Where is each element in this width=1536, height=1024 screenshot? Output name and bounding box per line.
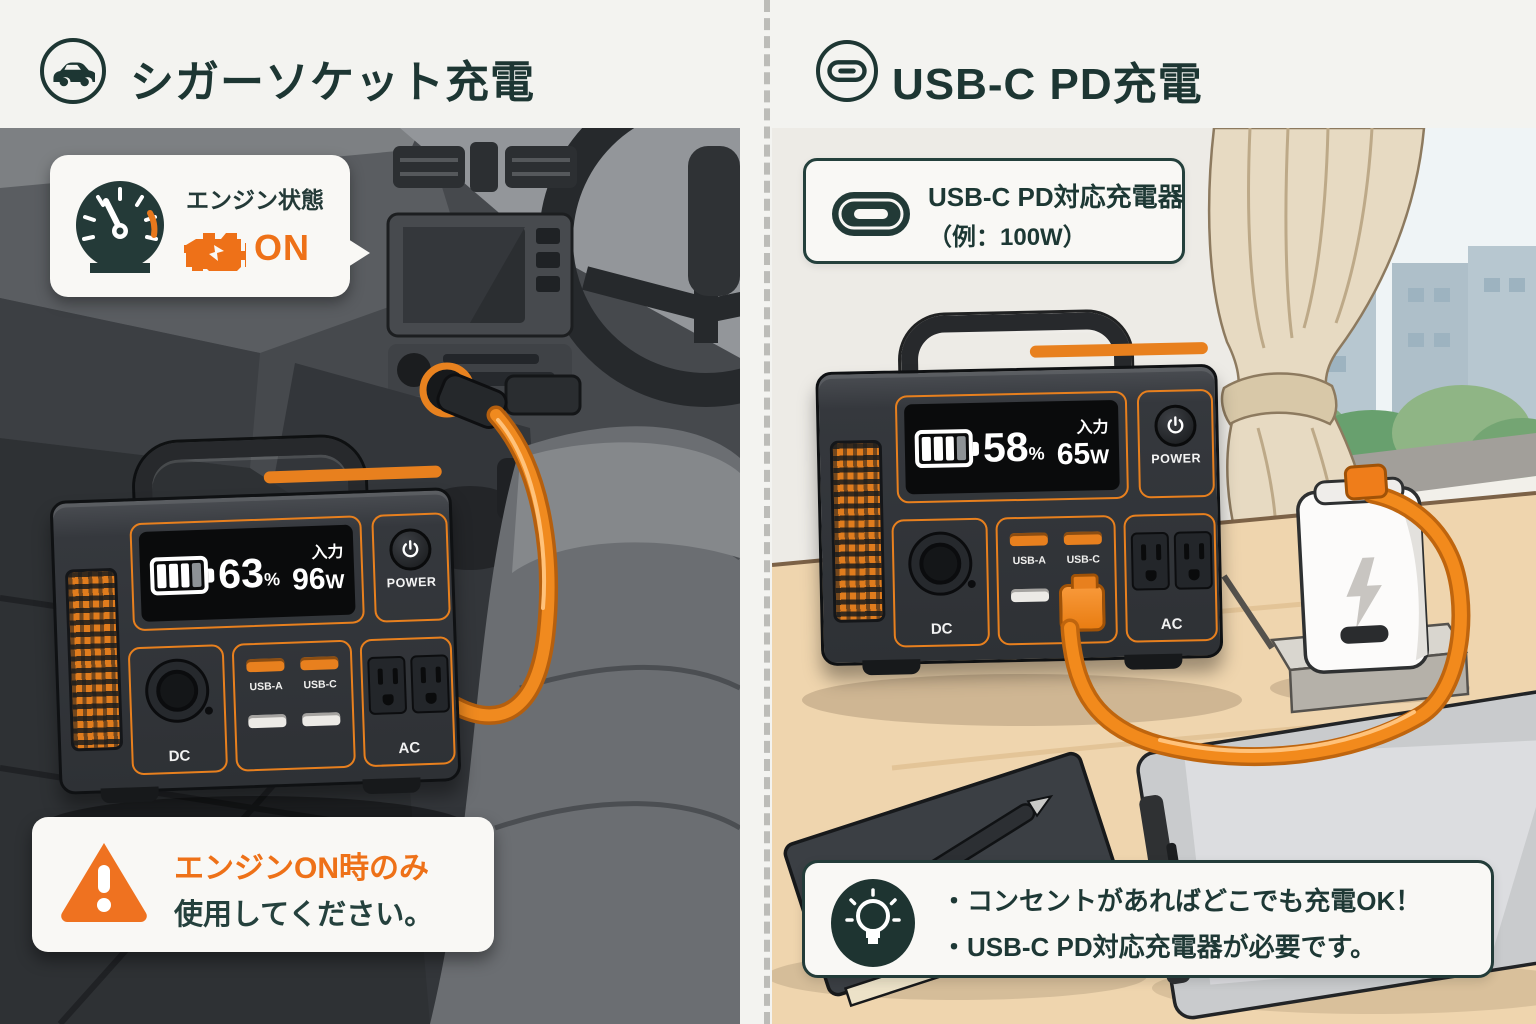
charger-callout-line-1: USB-C PD対応充電器 [928,182,1184,212]
engine-status-callout: エンジン状態 ON [50,155,370,297]
usb-a-label: USB-A [249,680,283,694]
usb-c-port [300,656,339,671]
engine-icon [184,233,246,271]
dc-socket [910,534,970,594]
ac-outlet [1173,530,1213,590]
handle-grip [263,465,442,484]
tip-item-1: ・コンセントがあればどこでも充電OK！ [941,886,1422,916]
usb-port [1010,588,1050,603]
usb-section: USB-A USB-C [231,639,357,772]
warning-triangle-icon [61,843,147,922]
usb-c-icon [827,60,867,82]
battery-percent: 58 [982,423,1029,471]
engine-status-value: ON [254,227,310,268]
side-vent-panel [64,567,124,752]
power-label: POWER [1151,451,1202,467]
dc-socket [147,660,208,721]
dc-section: DC [127,644,229,776]
ac-label: AC [1160,615,1183,634]
tip-item-2: ・USB-C PD対応充電器が必要です。 [941,932,1377,962]
usb-port [248,713,287,729]
station-body: 63 % 入力 96W POWER [49,487,462,804]
battery-display: 63 % 入力 96W [129,515,365,632]
ac-section: AC [1123,512,1218,643]
power-button [388,527,433,572]
usb-port [302,712,341,727]
ac-section: AC [359,636,456,768]
input-label: 入力 [311,543,344,562]
warning-line-1: エンジンON時のみ [174,852,429,885]
dc-label: DC [168,747,191,766]
usb-c-cable-plug [1058,583,1106,633]
usb-section: USB-A USB-C [995,514,1119,646]
station-body: 58 % 入力 65W POWER [815,363,1224,676]
power-station-right: 58 % 入力 65W POWER [814,310,1224,690]
input-watts: 65 [1056,437,1091,472]
power-icon [1167,416,1184,434]
usb-c-icon [832,192,910,236]
charging-tips-note: ・コンセントがあればどこでも充電OK！ ・USB-C PD対応充電器が必要です。 [802,860,1494,978]
gauge-icon [75,181,164,273]
ac-outlet [367,655,408,716]
usb-c-label: USB-C [303,678,337,692]
percent-unit: % [263,568,281,590]
battery-icon [149,555,209,596]
usb-c-charger [1296,476,1430,674]
left-section-title: シガーソケット充電 [130,58,535,107]
usb-a-port [1009,532,1048,547]
power-section: POWER [371,512,451,623]
power-label: POWER [386,574,437,591]
power-station-left: 63 % 入力 96W POWER [48,433,463,819]
handle-grip [1029,342,1208,358]
charger-callout-line-2: （例：100W） [928,224,1087,251]
side-vent-panel [829,439,886,623]
ac-outlet [410,654,451,714]
usb-c-charger-callout: USB-C PD対応充電器 （例：100W） [803,158,1185,264]
power-section: POWER [1136,388,1215,499]
callout-tail [348,239,370,267]
battery-display: 58 % 入力 65W [894,390,1129,504]
percent-unit: % [1028,442,1045,464]
right-section-title: USB-C PD充電 [892,60,1203,109]
ac-label: AC [398,739,421,758]
input-watts: 96 [291,562,327,597]
lightbulb-icon [831,879,915,967]
usb-c-icon-badge [816,40,878,102]
engine-status-label: エンジン状態 [186,187,324,213]
usb-c-port [1063,531,1102,546]
dc-section: DC [891,517,991,648]
car-icon-badge [40,38,106,104]
battery-icon [914,428,974,469]
usb-a-port [246,658,285,673]
engine-warning-note: エンジンON時のみ 使用してください。 [32,817,494,952]
dc-label: DC [930,620,953,638]
battery-percent: 63 [217,549,265,597]
power-button [1154,404,1197,448]
power-icon [402,540,419,558]
usb-c-label: USB-C [1066,553,1101,567]
usb-a-label: USB-A [1012,554,1047,568]
warning-line-2: 使用してください。 [174,899,434,931]
panel-divider [764,0,770,1024]
input-label: 入力 [1076,418,1109,437]
car-icon [53,62,95,87]
ac-outlet [1130,531,1170,591]
